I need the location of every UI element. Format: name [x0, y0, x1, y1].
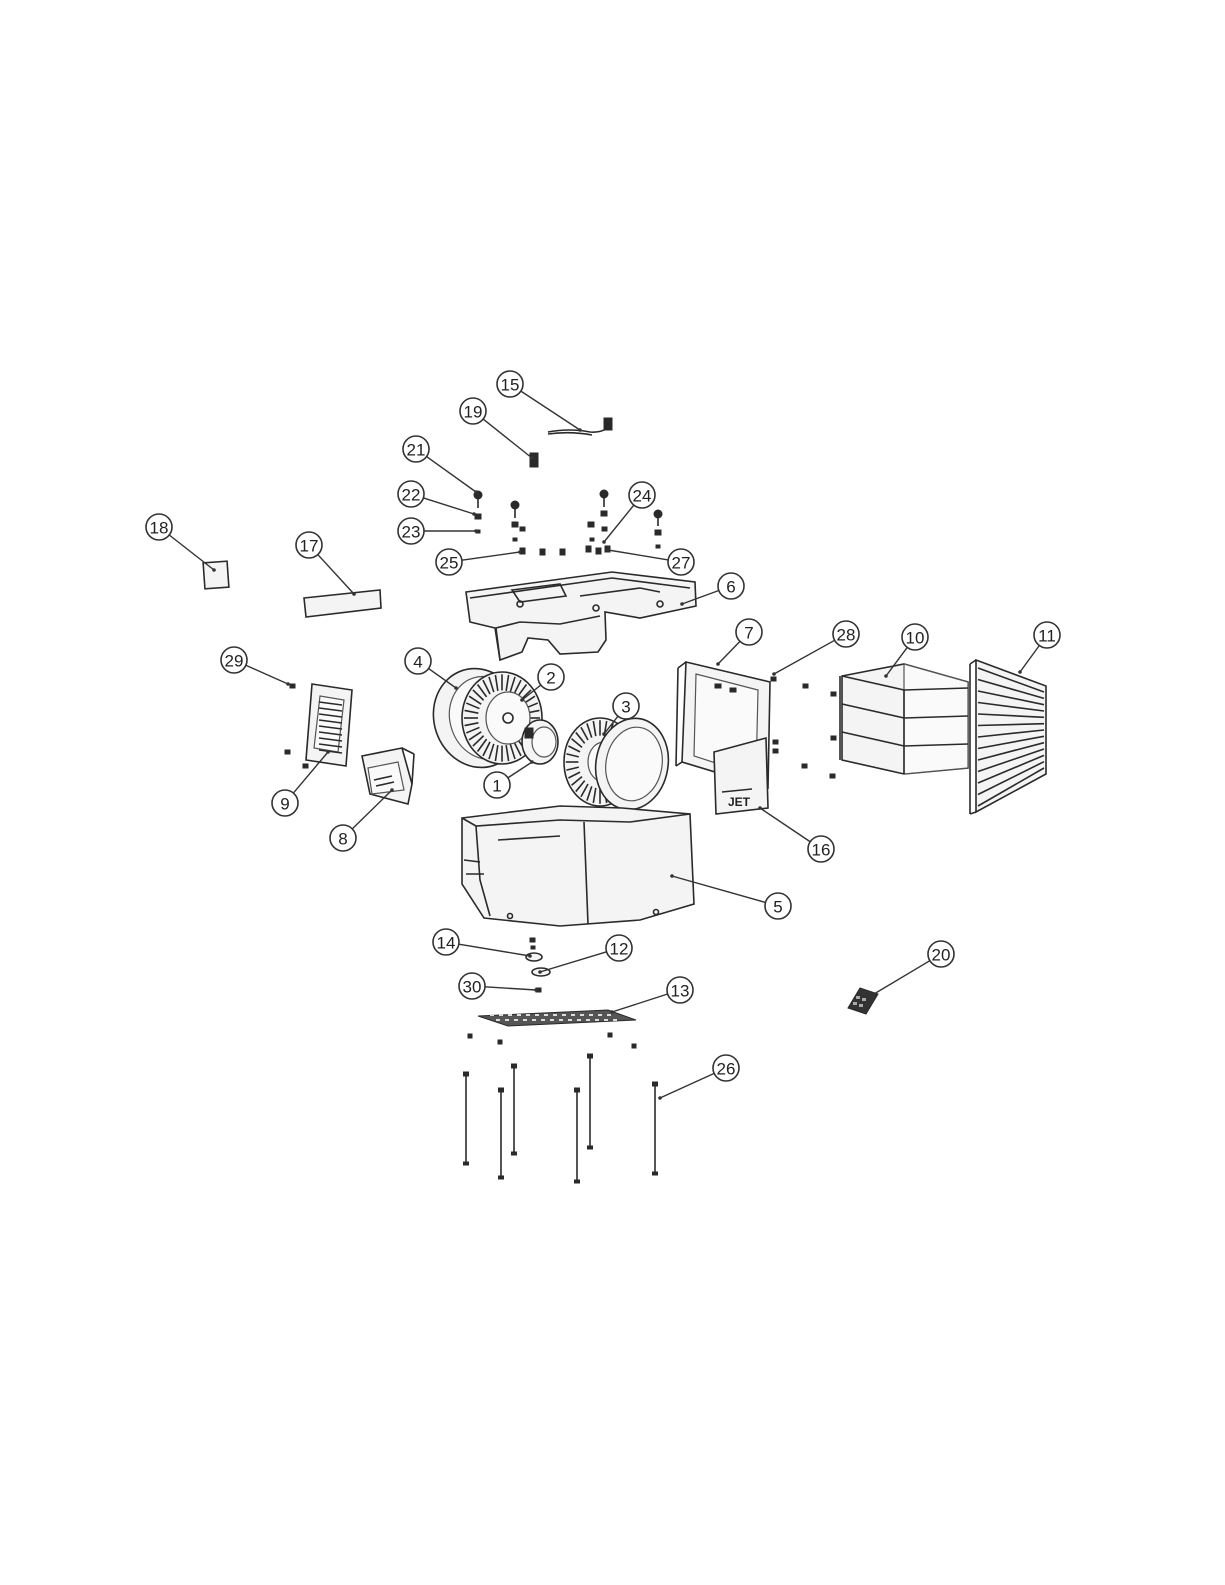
callout-number: 25 — [440, 554, 459, 573]
callout-number: 11 — [1038, 627, 1056, 646]
rod-4 — [575, 1088, 580, 1183]
leader-line — [774, 640, 835, 674]
callout-number: 9 — [280, 795, 289, 814]
callout-15: 15 — [497, 371, 582, 432]
leader-line — [508, 762, 532, 778]
callout-19: 19 — [460, 398, 534, 460]
part-base-tank — [462, 806, 694, 926]
callout-number: 23 — [402, 523, 421, 542]
part-float-assembly — [526, 938, 550, 992]
callout-number: 18 — [150, 519, 169, 538]
callout-8: 8 — [330, 788, 394, 851]
callout-11: 11 — [1018, 622, 1060, 674]
callout-number: 4 — [413, 653, 422, 672]
part-connector — [530, 453, 538, 467]
callout-number: 13 — [671, 982, 690, 1001]
leader-line — [608, 550, 668, 560]
leader-line — [604, 505, 634, 542]
callout-number: 28 — [837, 626, 856, 645]
leader-line — [169, 535, 214, 570]
leader-line — [459, 944, 530, 956]
callout-number: 3 — [621, 698, 630, 717]
leader-line — [760, 808, 810, 842]
part-bottom-plate — [468, 1010, 636, 1048]
callout-28: 28 — [772, 621, 859, 676]
callout-29: 29 — [221, 647, 290, 686]
callout-25: 25 — [436, 549, 522, 575]
part-cord — [548, 418, 612, 435]
callout-number: 1 — [492, 777, 501, 796]
rod-6 — [653, 1082, 658, 1175]
leader-line — [612, 994, 668, 1012]
part-rating-label — [304, 590, 381, 617]
callout-24: 24 — [602, 482, 655, 544]
callout-number: 29 — [225, 652, 244, 671]
callout-number: 22 — [402, 486, 421, 505]
callout-number: 19 — [464, 403, 483, 422]
callout-number: 14 — [437, 934, 456, 953]
callout-number: 7 — [744, 624, 753, 643]
brand-label: JET — [728, 795, 751, 809]
part-control-housing — [362, 748, 414, 804]
part-front-grille — [285, 684, 352, 768]
callout-13: 13 — [610, 977, 693, 1014]
callout-30: 30 — [459, 973, 538, 999]
leader-line — [874, 961, 930, 994]
leader-line — [1020, 646, 1039, 672]
callout-23: 23 — [398, 518, 478, 544]
callout-14: 14 — [433, 929, 532, 958]
part-filter-pack — [840, 664, 968, 774]
callout-number: 12 — [610, 940, 629, 959]
callout-7: 7 — [716, 619, 762, 666]
callout-number: 15 — [501, 376, 520, 395]
callout-number: 27 — [672, 554, 691, 573]
callout-16: 16 — [758, 806, 834, 862]
part-long-rods — [464, 1054, 658, 1183]
callout-20: 20 — [872, 941, 954, 996]
callout-number: 21 — [407, 441, 426, 460]
part-frame-screws — [771, 677, 836, 778]
callout-12: 12 — [538, 935, 632, 974]
rod-5 — [588, 1054, 593, 1149]
callout-number: 6 — [726, 578, 735, 597]
callout-number: 17 — [300, 537, 319, 556]
callout-number: 5 — [773, 898, 782, 917]
rod-2 — [499, 1088, 504, 1179]
callout-18: 18 — [146, 514, 216, 572]
callout-9: 9 — [272, 750, 330, 816]
rod-1 — [464, 1072, 469, 1165]
callout-number: 8 — [338, 830, 347, 849]
rod-3 — [512, 1064, 517, 1155]
leader-line — [660, 1073, 714, 1098]
leader-line — [427, 457, 476, 492]
leader-line — [462, 552, 520, 560]
callout-26: 26 — [658, 1055, 739, 1100]
leader-line — [352, 790, 392, 829]
leader-line — [318, 555, 354, 594]
leader-line — [718, 641, 740, 664]
callout-number: 26 — [717, 1060, 736, 1079]
part-motor — [522, 720, 558, 764]
callout-number: 10 — [906, 629, 925, 648]
callout-27: 27 — [606, 548, 694, 575]
leader-line — [485, 987, 536, 990]
part-louvered-grille — [970, 660, 1046, 814]
callout-number: 24 — [633, 487, 652, 506]
callout-number: 2 — [546, 669, 555, 688]
callout-number: 16 — [812, 841, 831, 860]
leader-line — [540, 952, 607, 972]
part-top-cover — [466, 572, 696, 660]
part-remote-control — [848, 988, 878, 1014]
leader-line — [246, 665, 288, 684]
leader-line — [521, 391, 580, 430]
callout-number: 30 — [463, 978, 482, 997]
leader-line — [483, 419, 532, 458]
callout-number: 20 — [932, 946, 951, 965]
leader-line — [423, 498, 474, 514]
part-brand-card: JET — [714, 738, 768, 814]
callout-17: 17 — [296, 532, 356, 596]
callout-22: 22 — [398, 481, 476, 516]
callout-4: 4 — [405, 648, 458, 690]
